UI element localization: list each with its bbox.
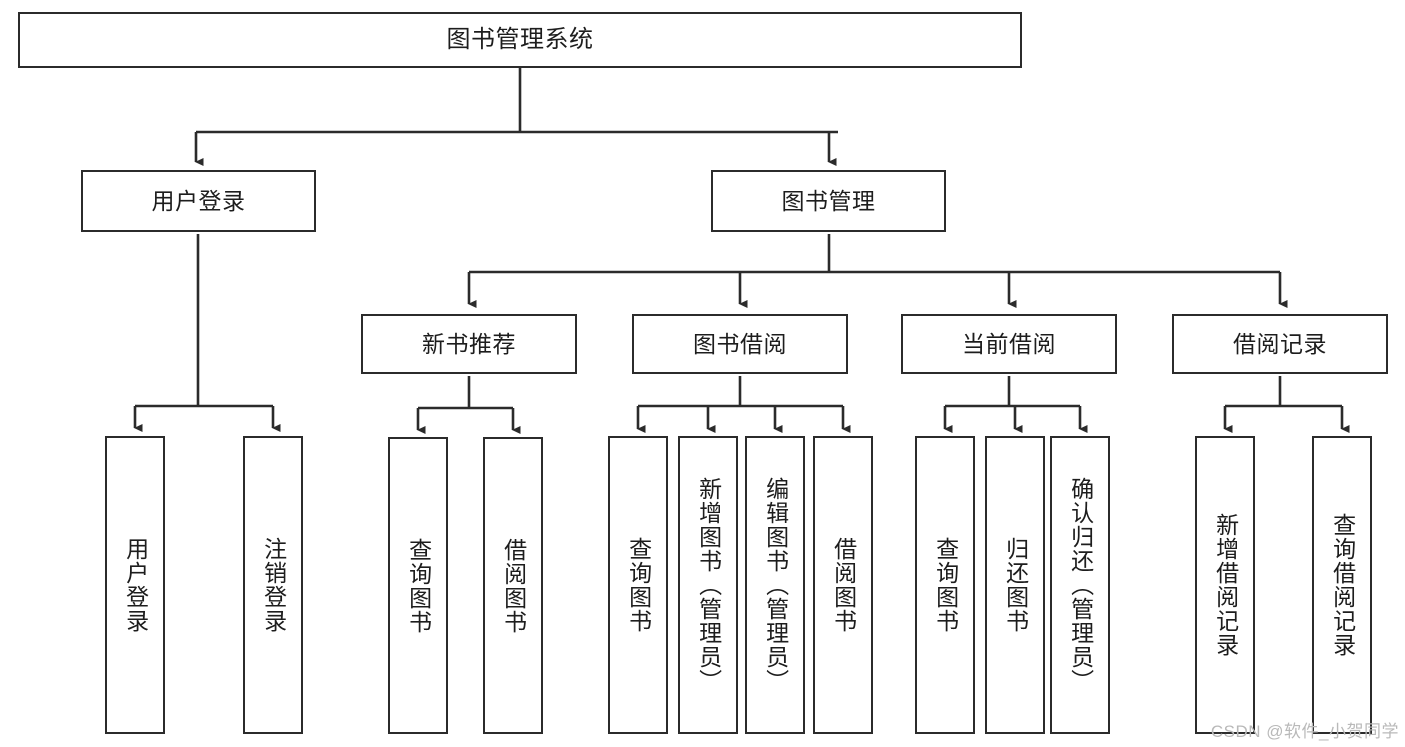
- node-label: 用户登录: [122, 537, 149, 633]
- node-label: 新书推荐: [422, 330, 516, 357]
- node-new-book-recommend[interactable]: 新书推荐: [361, 314, 577, 374]
- node-label: 确认归还（管理员）: [1067, 477, 1094, 693]
- node-book-manage[interactable]: 图书管理: [711, 170, 946, 232]
- node-label: 图书管理系统: [446, 26, 594, 53]
- node-leaf-confirm-return[interactable]: 确认归还（管理员）: [1050, 436, 1110, 734]
- node-leaf-borrow-book-1[interactable]: 借阅图书: [483, 437, 543, 734]
- watermark-text: CSDN @软件_小贺同学: [1210, 722, 1399, 741]
- node-label: 借阅图书: [830, 537, 857, 633]
- node-label: 查询借阅记录: [1329, 513, 1356, 657]
- node-leaf-borrow-book-2[interactable]: 借阅图书: [813, 436, 873, 734]
- node-label: 查询图书: [625, 537, 652, 633]
- node-label: 注销登录: [260, 537, 287, 633]
- node-leaf-add-book[interactable]: 新增图书（管理员）: [678, 436, 738, 734]
- node-label: 新增图书（管理员）: [695, 477, 722, 693]
- node-leaf-edit-book[interactable]: 编辑图书（管理员）: [745, 436, 805, 734]
- node-label: 借阅图书: [500, 537, 527, 634]
- node-current-borrow[interactable]: 当前借阅: [901, 314, 1117, 374]
- node-label: 归还图书: [1002, 537, 1029, 633]
- node-label: 编辑图书（管理员）: [762, 477, 789, 693]
- node-book-borrow[interactable]: 图书借阅: [632, 314, 848, 374]
- node-book-management-system[interactable]: 图书管理系统: [18, 12, 1022, 68]
- node-leaf-user-login[interactable]: 用户登录: [105, 436, 165, 734]
- node-label: 查询图书: [932, 537, 959, 633]
- node-label: 当前借阅: [962, 330, 1056, 357]
- node-leaf-query-book-1[interactable]: 查询图书: [388, 437, 448, 734]
- node-label: 图书借阅: [693, 330, 787, 357]
- node-label: 新增借阅记录: [1212, 513, 1239, 657]
- node-borrow-record[interactable]: 借阅记录: [1172, 314, 1388, 374]
- node-leaf-return-book[interactable]: 归还图书: [985, 436, 1045, 734]
- node-label: 借阅记录: [1233, 330, 1327, 357]
- node-label: 查询图书: [405, 537, 432, 634]
- node-user-login[interactable]: 用户登录: [81, 170, 316, 232]
- node-leaf-query-book-3[interactable]: 查询图书: [915, 436, 975, 734]
- node-label: 图书管理: [781, 187, 876, 214]
- node-leaf-logout-login[interactable]: 注销登录: [243, 436, 303, 734]
- node-leaf-query-record[interactable]: 查询借阅记录: [1312, 436, 1372, 734]
- node-label: 用户登录: [151, 187, 246, 214]
- node-leaf-add-record[interactable]: 新增借阅记录: [1195, 436, 1255, 734]
- node-leaf-query-book-2[interactable]: 查询图书: [608, 436, 668, 734]
